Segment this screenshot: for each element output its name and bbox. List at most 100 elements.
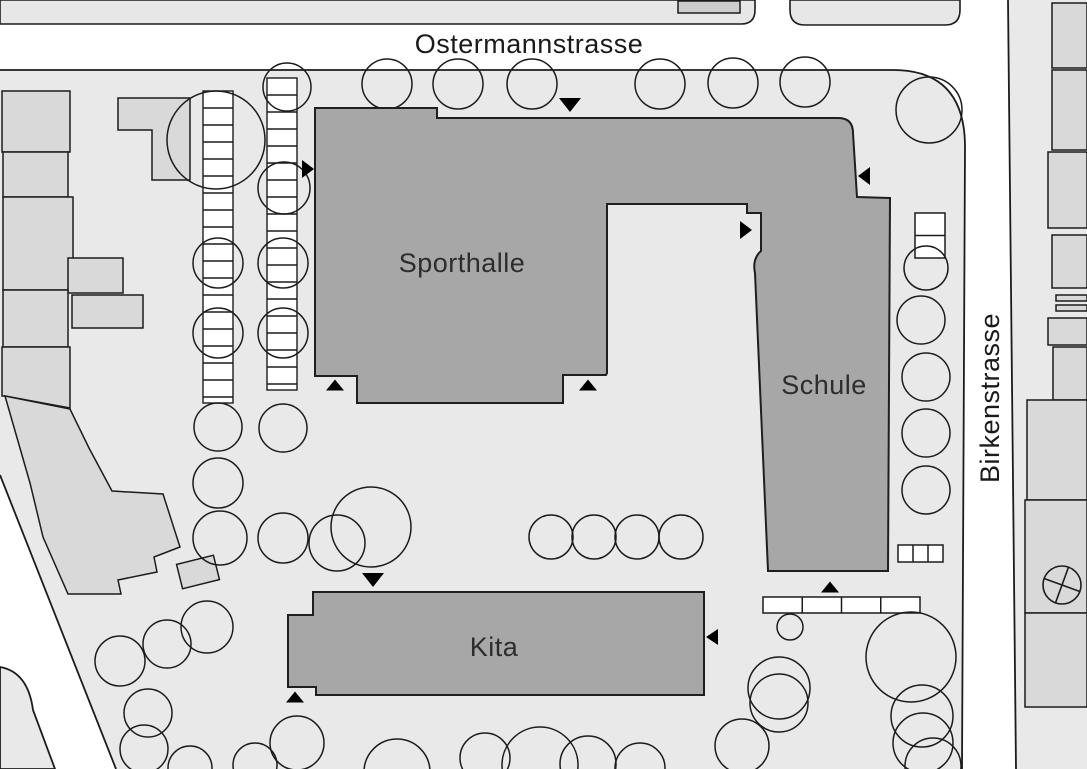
tree-icon bbox=[506, 58, 558, 110]
tree-icon bbox=[658, 514, 704, 560]
tree-icon bbox=[363, 738, 431, 769]
tree-icon bbox=[890, 684, 954, 748]
tree-icon bbox=[714, 718, 770, 769]
existing-building bbox=[1026, 399, 1087, 501]
tree-icon bbox=[232, 742, 278, 769]
existing-building bbox=[71, 294, 144, 329]
site-furniture bbox=[175, 212, 946, 614]
tree-icon bbox=[262, 62, 312, 112]
street-label-ostermannstrasse: Ostermannstrasse bbox=[415, 29, 644, 59]
north-structure bbox=[677, 0, 741, 14]
tree-icon bbox=[193, 402, 243, 452]
tree-icon bbox=[258, 403, 308, 453]
north-traffic-island bbox=[789, 0, 961, 26]
tree-icon bbox=[901, 408, 951, 458]
tree-icon bbox=[257, 512, 309, 564]
tree-icon bbox=[892, 712, 954, 769]
tree-icon bbox=[257, 237, 309, 289]
existing-building bbox=[2, 196, 74, 291]
tree-icon bbox=[192, 457, 244, 509]
southwest-parcel bbox=[0, 666, 56, 769]
existing-building bbox=[1024, 612, 1087, 708]
tree-icon bbox=[308, 514, 366, 572]
main-site-parcel bbox=[0, 70, 965, 769]
tree-icon bbox=[634, 58, 686, 110]
existing-building bbox=[1051, 69, 1087, 151]
existing-building bbox=[1055, 294, 1087, 302]
building-label-schule: Schule bbox=[781, 370, 867, 400]
tree-icon bbox=[901, 352, 951, 402]
entrance-arrow-icon bbox=[286, 691, 304, 703]
existing-building bbox=[1051, 2, 1087, 69]
east-street-edge bbox=[1007, 0, 1017, 769]
tree-icon bbox=[123, 688, 173, 738]
tree-icon bbox=[459, 732, 511, 769]
entrance-arrow-icon bbox=[821, 581, 839, 593]
tree-icon bbox=[166, 90, 266, 190]
building-kita bbox=[287, 591, 705, 696]
street-label-birkenstrasse: Birkenstrasse bbox=[975, 313, 1005, 483]
existing-building bbox=[1047, 151, 1087, 229]
tree-icon bbox=[142, 619, 192, 669]
furniture-block bbox=[914, 212, 946, 259]
entrance-arrow-icon bbox=[740, 221, 752, 239]
tree-icon bbox=[903, 245, 949, 291]
tree-icon bbox=[269, 715, 325, 769]
existing-building bbox=[1051, 234, 1087, 289]
entrance-arrow-icon bbox=[362, 573, 384, 587]
tree-icon bbox=[167, 745, 213, 769]
existing-building bbox=[1052, 346, 1087, 401]
tree-icon bbox=[257, 161, 311, 215]
building-label-sporthalle: Sporthalle bbox=[399, 248, 526, 278]
entrance-arrow-icon bbox=[706, 629, 718, 645]
tree-icon bbox=[192, 510, 248, 566]
tree-icon bbox=[432, 58, 484, 110]
felled-tree-marker bbox=[1042, 565, 1082, 605]
entrance-arrow-icon bbox=[858, 167, 870, 185]
tree-icon bbox=[904, 737, 962, 769]
west-buildings bbox=[1, 90, 191, 595]
parking-row bbox=[266, 77, 298, 391]
furniture-block bbox=[897, 544, 944, 563]
tree-icon bbox=[501, 726, 579, 769]
building-sporthalle-schule bbox=[314, 107, 892, 572]
entrance-arrow-icon bbox=[302, 160, 314, 178]
tilted-structure bbox=[175, 554, 221, 590]
entrance-arrow-icon bbox=[326, 379, 344, 391]
existing-building bbox=[67, 257, 124, 294]
entrance-arrows bbox=[286, 98, 870, 703]
tree-icon bbox=[865, 611, 957, 703]
tree-icon bbox=[571, 514, 617, 560]
tree-icon bbox=[749, 673, 809, 733]
tree-icon bbox=[707, 57, 759, 109]
existing-building bbox=[1055, 304, 1087, 312]
existing-building bbox=[1, 90, 71, 153]
tree-icon bbox=[528, 514, 574, 560]
site-street-edge bbox=[0, 69, 966, 769]
tree-icon bbox=[257, 307, 309, 359]
entrance-arrow-icon bbox=[579, 379, 597, 391]
existing-building bbox=[1024, 499, 1087, 614]
tree-icon bbox=[94, 635, 146, 687]
tree-icon bbox=[901, 465, 951, 515]
circle-cross-icon bbox=[1042, 565, 1082, 605]
existing-building bbox=[2, 151, 69, 198]
tree-icon bbox=[895, 76, 963, 144]
tree-icon bbox=[614, 742, 666, 769]
east-buildings bbox=[1024, 2, 1087, 708]
tree-icon bbox=[192, 307, 244, 359]
existing-building bbox=[1047, 317, 1087, 346]
furniture-block bbox=[762, 596, 921, 614]
parking-rows bbox=[202, 77, 298, 404]
north-sidewalk bbox=[0, 0, 756, 25]
tree-icon bbox=[192, 237, 244, 289]
tree-icon bbox=[776, 613, 804, 641]
building-label-kita: Kita bbox=[470, 632, 519, 662]
tree-icon bbox=[119, 724, 169, 769]
tree-icon bbox=[330, 486, 412, 568]
entrance-arrow-icon bbox=[559, 98, 581, 112]
existing-building bbox=[3, 395, 181, 595]
existing-building bbox=[2, 289, 69, 348]
tree-icon bbox=[779, 56, 831, 108]
